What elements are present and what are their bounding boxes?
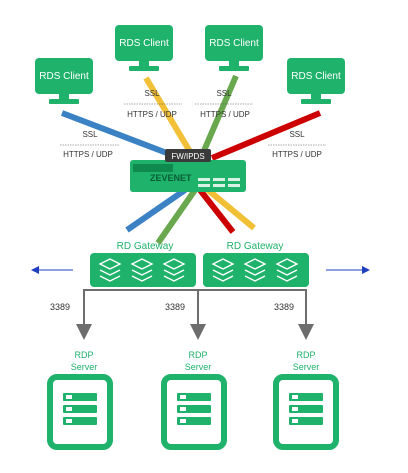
zevenet-appliance: ZEVENET FW/IPDS: [130, 149, 246, 192]
rd-gateway-2: [203, 253, 309, 287]
ssl-label: SSL: [82, 130, 98, 139]
https-udp-label: HTTPS / UDP: [63, 150, 113, 159]
server-label-line1: RDP: [296, 350, 315, 360]
beam-client-3: [197, 74, 239, 162]
rds-client-4: RDS Client: [287, 58, 345, 104]
server-label-line2: Server: [71, 362, 98, 372]
fw-ipds-tag-label: FW/IPDS: [171, 152, 204, 161]
distribution-lines: [76, 289, 314, 340]
server-label-line2: Server: [185, 362, 212, 372]
rds-client-2: RDS Client: [115, 25, 173, 71]
rdp-server-3: RDP Server: [273, 350, 339, 450]
rds-client-3: RDS Client: [205, 25, 263, 71]
protocol-label-2: SSL HTTPS / UDP: [124, 89, 182, 119]
server-label-line1: RDP: [188, 350, 207, 360]
protocol-label-3: SSL HTTPS / UDP: [195, 89, 253, 119]
https-udp-label: HTTPS / UDP: [127, 110, 177, 119]
protocol-label-1: SSL HTTPS / UDP: [60, 130, 120, 159]
beam-client-4: [210, 110, 322, 161]
client-label: RDS Client: [119, 38, 169, 49]
protocol-label-4: SSL HTTPS / UDP: [268, 130, 326, 159]
beam-down-red: [197, 188, 236, 234]
beam-down-yellow: [206, 187, 256, 231]
client-label: RDS Client: [291, 71, 341, 82]
port-label-3: 3389: [274, 302, 294, 312]
port-label-2: 3389: [165, 302, 185, 312]
client-label: RDS Client: [39, 71, 89, 82]
gateway-label-1: RD Gateway: [117, 241, 174, 252]
appliance-brand: ZEVENET: [150, 173, 192, 183]
ssl-label: SSL: [216, 89, 232, 98]
rdp-server-2: RDP Server: [161, 350, 227, 450]
client-label: RDS Client: [209, 38, 259, 49]
beam-client-2: [143, 76, 198, 162]
fw-ipds-tag: [165, 149, 211, 162]
port-label-1: 3389: [50, 302, 70, 312]
beam-down-blue: [125, 187, 187, 233]
server-label-line1: RDP: [74, 350, 93, 360]
connection-beams: [60, 74, 322, 245]
beam-client-1: [60, 110, 182, 161]
rds-client-1: RDS Client: [35, 58, 93, 104]
https-udp-label: HTTPS / UDP: [272, 150, 322, 159]
rdp-server-1: RDP Server: [47, 350, 113, 450]
ssl-label: SSL: [289, 130, 305, 139]
rd-gateway-1: [90, 253, 196, 287]
https-udp-label: HTTPS / UDP: [200, 110, 250, 119]
ssl-label: SSL: [144, 89, 160, 98]
beam-down-olive: [155, 188, 198, 245]
server-label-line2: Server: [293, 362, 320, 372]
gateway-label-2: RD Gateway: [227, 241, 284, 252]
